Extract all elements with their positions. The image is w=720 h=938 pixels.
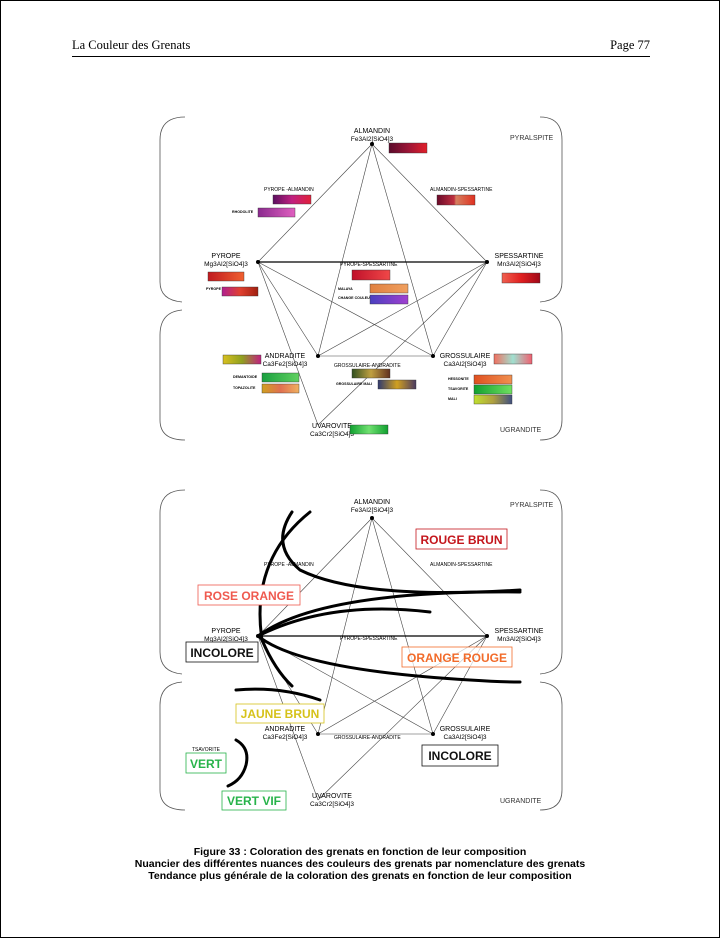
- swatch-almandin: [388, 142, 428, 154]
- grossulaire-name: GROSSULAIRE: [440, 353, 491, 360]
- color-swatches: [207, 142, 541, 435]
- swatch-pyrope-spessartine: [351, 269, 391, 281]
- composition-lines: [257, 143, 488, 426]
- spessartine-formula: Mn3Al2[SiO4]3: [497, 261, 541, 268]
- hessonite-label: HESSONITE: [448, 377, 469, 381]
- andradite-formula: Ca3Fe2[SiO4]3: [263, 361, 308, 368]
- caption-line-2: Nuancier des différentes nuances des cou…: [134, 858, 586, 870]
- ugrandite-label-2: UGRANDITE: [500, 798, 542, 805]
- pyrope-formula-2: Mg3Al2[SiO4]3: [204, 636, 248, 643]
- pyralspite-label: PYRALSPITE: [510, 135, 554, 142]
- diagram-nuancier: ALMANDIN Fe3Al2[SiO4]3 PYROPE Mg3Al2[SiO…: [159, 116, 563, 441]
- group-brackets-2: [159, 489, 563, 811]
- pyrope-name: PYROPE: [211, 253, 241, 260]
- mali-label: MALI: [448, 397, 457, 401]
- uvarovite-name-2: UVAROVITE: [312, 793, 352, 800]
- uvarovite-formula-2: Ca3Cr2[SiO4]3: [310, 801, 354, 808]
- zone-incolore-right: INCOLORE: [428, 749, 491, 763]
- swatch-spessartine: [501, 272, 541, 284]
- almandin-spessartine-label: ALMANDIN-SPESSARTINE: [430, 187, 493, 193]
- uvarovite-name: UVAROVITE: [312, 423, 352, 430]
- swatch-uvarovite: [349, 424, 389, 435]
- almandin-formula: Fe3Al2[SiO4]3: [351, 136, 394, 143]
- zone-vert-vif: VERT VIF: [227, 794, 281, 808]
- swatch-grossulaire-mali: [377, 379, 417, 390]
- group-brackets: [159, 116, 563, 441]
- pyralspite-label-2: PYRALSPITE: [510, 502, 554, 509]
- swatch-grossulaire-andradite: [351, 368, 391, 379]
- spessartine-name-2: SPESSARTINE: [495, 628, 544, 635]
- swatch-change-couleur: [369, 294, 409, 305]
- pyrope-almandin-label: PYROPE -ALMANDIN: [264, 187, 314, 193]
- header-title: La Couleur des Grenats: [72, 38, 191, 52]
- zone-rose-orange: ROSE ORANGE: [204, 589, 294, 603]
- zone-vert: VERT: [190, 757, 223, 771]
- grossulaire-andradite-label-2: GROSSULAIRE-ANDRADITE: [334, 735, 401, 741]
- pyrope-spessartine-label-2: PYROPE-SPESSARTINE: [340, 636, 398, 642]
- grossulaire-formula: Ca3Al2[SiO4]3: [444, 361, 487, 368]
- grossulaire-mali-label: GROSSULAIRE MALI: [336, 382, 372, 386]
- spessartine-formula-2: Mn3Al2[SiO4]3: [497, 636, 541, 643]
- diagram-tendance: ALMANDIN Fe3Al2[SiO4]3 PYROPE Mg3Al2[SiO…: [159, 489, 563, 811]
- swatch-tsavorite: [473, 384, 513, 395]
- andradite-name: ANDRADITE: [265, 353, 306, 360]
- topazolite-label: TOPAZOLITE: [233, 386, 256, 390]
- andradite-formula-2: Ca3Fe2[SiO4]3: [263, 734, 308, 741]
- swatch-andradite: [222, 354, 262, 365]
- swatch-topazolite: [261, 383, 300, 394]
- almandin-name-2: ALMANDIN: [354, 499, 390, 506]
- zone-orange-rouge: ORANGE ROUGE: [407, 651, 507, 665]
- swatch-malaya: [369, 283, 409, 294]
- pyrope-name-2: PYROPE: [211, 628, 241, 635]
- swatch-demantoide: [261, 372, 300, 383]
- pyrope-spessartine-label: PYROPE-SPESSARTINE: [340, 262, 398, 268]
- vertex-dots: [256, 142, 489, 358]
- zone-rouge-brun: ROUGE BRUN: [420, 533, 502, 547]
- grossulaire-name-2: GROSSULAIRE: [440, 726, 491, 733]
- swatch-pyrope-almandin: [272, 194, 312, 205]
- caption-line-1: Figure 33 : Coloration des grenats en fo…: [193, 846, 527, 858]
- change-couleur-label: CHANGE COULEUR: [338, 296, 373, 300]
- almandin-formula-2: Fe3Al2[SiO4]3: [351, 507, 394, 514]
- pyrope-formula: Mg3Al2[SiO4]3: [204, 261, 248, 268]
- swatch-pyrope-chromifere: [221, 286, 259, 297]
- color-zones: ROUGE BRUN ROSE ORANGE INCOLORE ORANGE R…: [185, 528, 513, 811]
- spessartine-name: SPESSARTINE: [495, 253, 544, 260]
- demantoide-label: DEMANTOIDE: [233, 375, 258, 379]
- zone-incolore-left: INCOLORE: [190, 646, 253, 660]
- tsavorite-label: TSAVORITE: [448, 387, 469, 391]
- trend-curves: [226, 510, 522, 788]
- caption-line-3: Tendance plus générale de la coloration …: [148, 870, 572, 882]
- grossulaire-andradite-label: GROSSULAIRE-ANDRADITE: [334, 363, 401, 369]
- swatch-grossulaire: [493, 353, 533, 365]
- grossulaire-formula-2: Ca3Al2[SiO4]3: [444, 734, 487, 741]
- zone-jaune-brun: JAUNE BRUN: [241, 707, 320, 721]
- page-number: Page 77: [610, 38, 650, 52]
- swatch-rhodolite: [257, 207, 296, 218]
- rhodolite-label: RHODOLITE: [232, 210, 254, 214]
- ugrandite-label: UGRANDITE: [500, 427, 542, 434]
- swatch-almandin-spessartine: [436, 194, 476, 206]
- almandin-spessartine-label-2: ALMANDIN-SPESSARTINE: [430, 562, 493, 568]
- pyrope-almandin-label-2: PYROPE -ALMANDIN: [264, 562, 314, 568]
- page-header: La Couleur des Grenats Page 77: [72, 38, 650, 57]
- almandin-name: ALMANDIN: [354, 128, 390, 135]
- swatch-mali: [473, 394, 513, 405]
- tsavorite-label-2: TSAVORITE: [192, 747, 221, 753]
- malaya-label: MALAYA: [338, 287, 353, 291]
- uvarovite-formula: Ca3Cr2[SiO4]3: [310, 431, 354, 438]
- swatch-hessonite: [473, 374, 513, 385]
- andradite-name-2: ANDRADITE: [265, 726, 306, 733]
- swatch-pyrope: [207, 271, 245, 282]
